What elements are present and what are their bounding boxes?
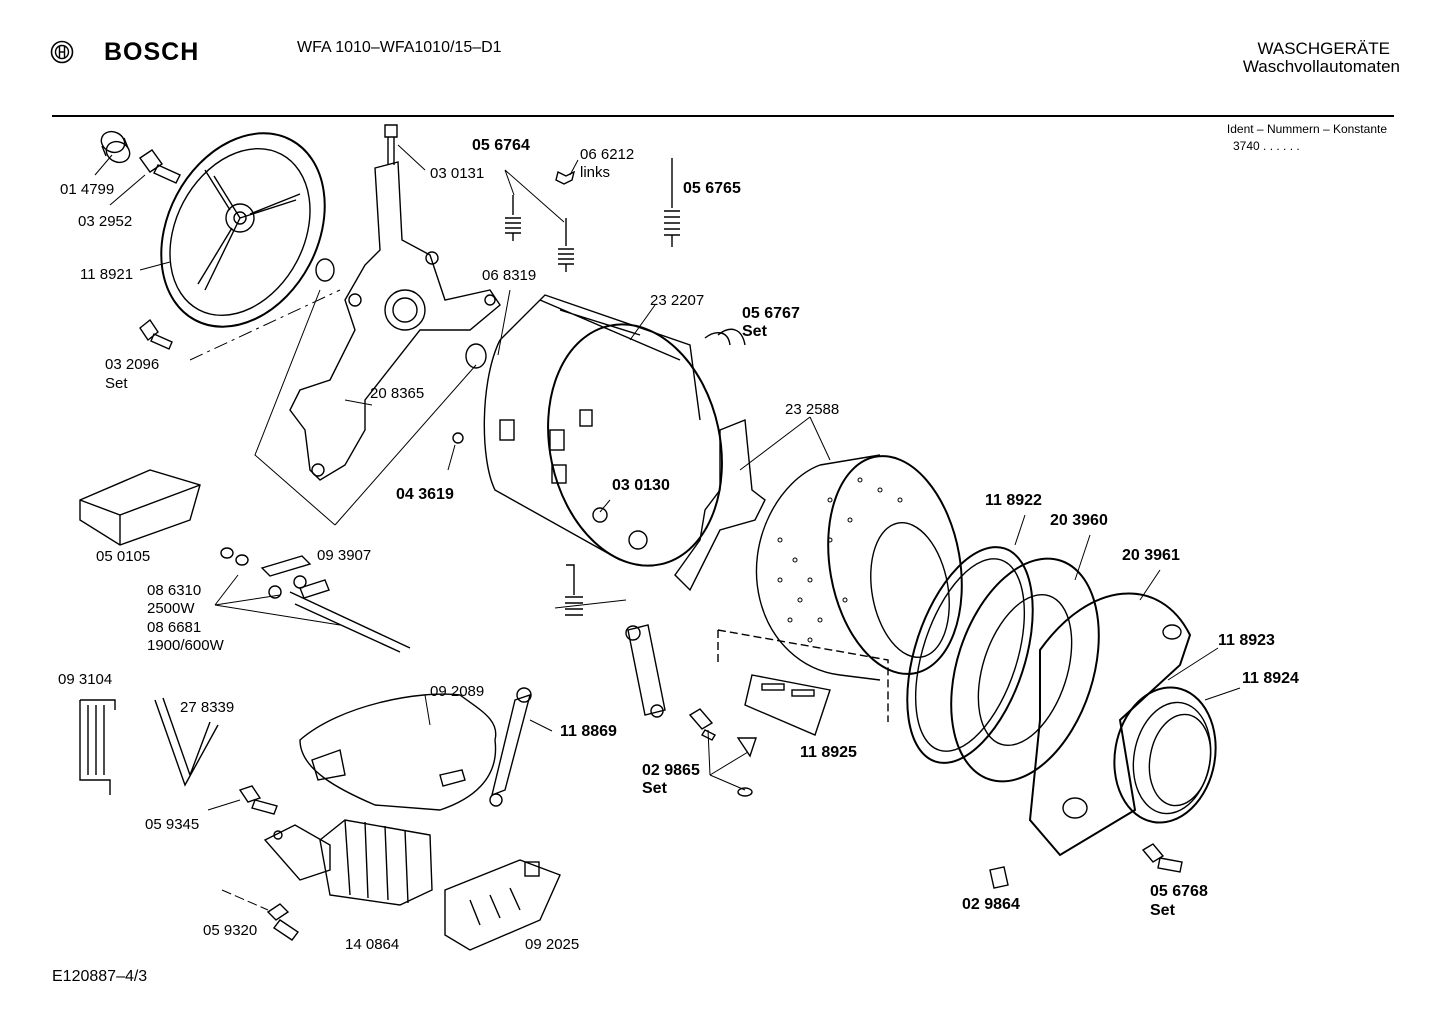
- part-label-050105: 05 0105: [96, 548, 151, 565]
- door-gasket-drawing: [906, 546, 1100, 783]
- part-label-056765: 05 6765: [683, 180, 741, 197]
- pulley-wheel-drawing: [160, 132, 326, 328]
- part-label-208365: 20 8365: [370, 385, 425, 402]
- part-label-029865: 02 9865: [642, 762, 700, 779]
- part-label-118923: 11 8923: [1218, 632, 1275, 649]
- part-label-043619: 04 3619: [396, 486, 454, 503]
- front-panel-drawing: [1028, 592, 1217, 857]
- screw-drawing: [139, 149, 181, 350]
- part-label-118925: 11 8925: [800, 744, 857, 761]
- cover-drawing: [299, 693, 497, 811]
- ident-title: Ident – Nummern – Konstante: [1226, 122, 1387, 136]
- part-label-032952: 03 2952: [78, 213, 133, 230]
- harness-drawing: [79, 699, 116, 795]
- drawing-id: E120887–4/3: [52, 968, 148, 985]
- bearing-cross-drawing: [289, 124, 501, 481]
- part-label-030130: 03 0130: [612, 477, 670, 494]
- part-label-140864: 14 0864: [345, 936, 400, 953]
- part-label-118921: 11 8921: [80, 266, 134, 283]
- header-divider: [52, 115, 1394, 117]
- part-label-066212: 06 6212: [580, 146, 635, 163]
- part-label-059345: 05 9345: [145, 816, 200, 833]
- part-label-056767-note: Set: [742, 323, 767, 340]
- bushing-drawing: [100, 130, 131, 164]
- part-label-118922: 11 8922: [985, 492, 1042, 509]
- part-label-014799: 01 4799: [60, 181, 115, 198]
- part-label-118869: 11 8869: [560, 723, 617, 740]
- part-label-093104: 09 3104: [58, 671, 113, 688]
- paddle-drawing: [717, 629, 889, 736]
- part-label-059320: 05 9320: [203, 922, 258, 939]
- shock-absorber-drawing: [489, 624, 666, 807]
- control-module-drawing: [444, 859, 561, 951]
- part-label-030131: 03 0131: [430, 165, 485, 182]
- leader-lines: [94, 144, 1241, 911]
- part-label-056768-note: Set: [1150, 902, 1175, 919]
- motor-drawing: [263, 819, 433, 941]
- part-label-086681: 08 6681: [147, 619, 202, 636]
- category-title: WASCHGERÄTE: [1257, 39, 1390, 58]
- part-label-232207: 23 2207: [650, 292, 705, 309]
- part-label-232588: 23 2588: [785, 401, 840, 418]
- part-label-029865-note: Set: [642, 780, 667, 797]
- part-label-066212-note: links: [580, 164, 611, 181]
- part-label-032096-note: Set: [105, 375, 128, 392]
- small-fittings-drawing: [238, 170, 1183, 889]
- tub-drawing: [483, 294, 723, 567]
- part-label-056764: 05 6764: [472, 137, 530, 154]
- brand-name: BOSCH: [104, 38, 200, 66]
- part-label-032096: 03 2096: [105, 356, 160, 373]
- drum-spider-drawing: [674, 419, 766, 592]
- part-label-056768: 05 6768: [1150, 883, 1208, 900]
- part-label-203960: 20 3960: [1050, 512, 1108, 529]
- subcategory-title: Waschvollautomaten: [1242, 57, 1400, 76]
- ident-value: 3740 . . . . . .: [1233, 139, 1300, 153]
- bosch-logo-icon: [50, 40, 74, 68]
- model-title: WFA 1010–WFA1010/15–D1: [297, 39, 502, 56]
- part-label-092025: 09 2025: [525, 936, 580, 953]
- part-label-086681-note: 1900/600W: [147, 637, 224, 654]
- heater-drawing: [220, 547, 411, 653]
- springs-drawing: [505, 158, 680, 616]
- part-label-278339: 27 8339: [180, 699, 235, 716]
- part-label-092089: 09 2089: [430, 683, 485, 700]
- clamp-drawing: [154, 697, 219, 787]
- pressure-switch-drawing: [79, 469, 201, 546]
- part-label-086310: 08 6310: [147, 582, 202, 599]
- part-label-093907: 09 3907: [317, 547, 372, 564]
- part-label-029864: 02 9864: [962, 896, 1020, 913]
- part-label-068319: 06 8319: [482, 267, 537, 284]
- part-label-086310-note: 2500W: [147, 600, 195, 617]
- drum-drawing: [755, 454, 963, 681]
- part-label-118924: 11 8924: [1242, 670, 1299, 687]
- part-label-203961: 20 3961: [1122, 547, 1180, 564]
- part-label-056767: 05 6767: [742, 305, 800, 322]
